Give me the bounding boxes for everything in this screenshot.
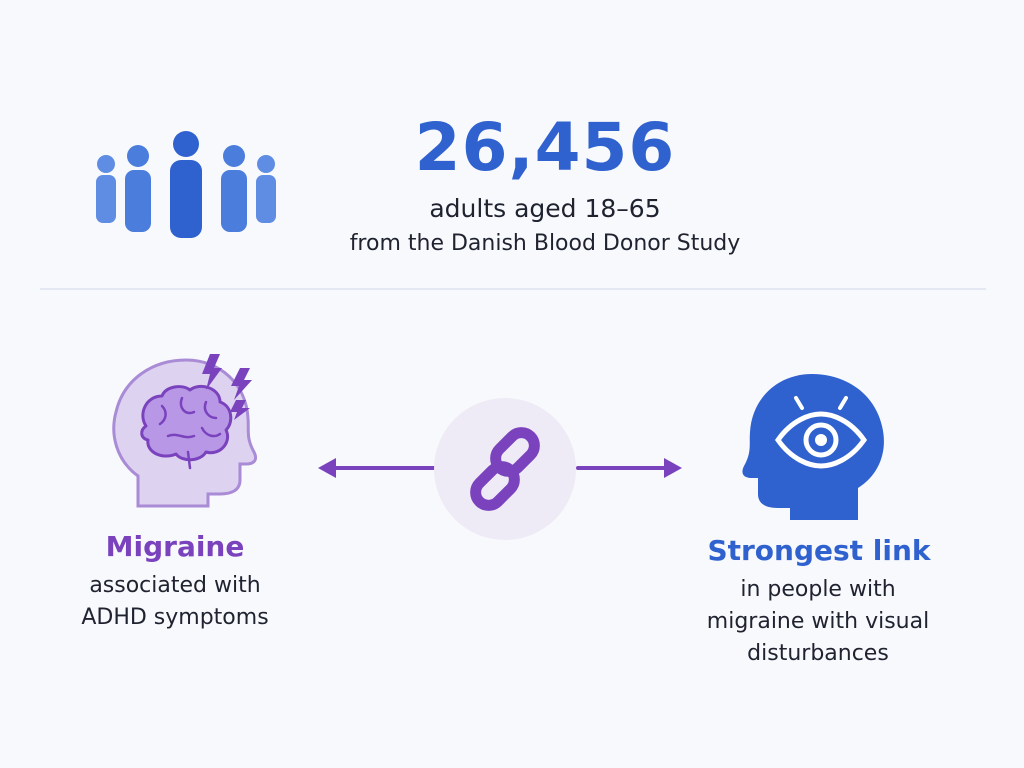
chain-link-icon: [470, 427, 540, 511]
strongest-line-1: in people with: [740, 577, 896, 602]
migraine-description: associated with ADHD symptoms: [50, 570, 300, 634]
age-range-text: adults aged 18–65: [429, 194, 661, 223]
lightning-bolt-icon: [202, 354, 252, 420]
migraine-line-2: ADHD symptoms: [81, 605, 269, 630]
left-arrow-icon: [318, 458, 438, 478]
migraine-line-1: associated with: [89, 573, 261, 598]
brain-head-icon: [112, 358, 258, 508]
participant-count: 26,456: [414, 109, 676, 186]
strongest-link-description: in people with migraine with visual dist…: [678, 574, 958, 670]
eye-head-icon: [742, 374, 884, 520]
section-divider: [40, 288, 986, 290]
strongest-link-title: Strongest link: [707, 534, 931, 567]
strongest-line-3: disturbances: [747, 641, 889, 666]
right-arrow-icon: [576, 458, 682, 478]
strongest-line-2: migraine with visual: [706, 609, 930, 634]
study-source-text: from the Danish Blood Donor Study: [349, 231, 741, 256]
migraine-title: Migraine: [105, 530, 245, 563]
people-group-icon: [96, 131, 276, 238]
